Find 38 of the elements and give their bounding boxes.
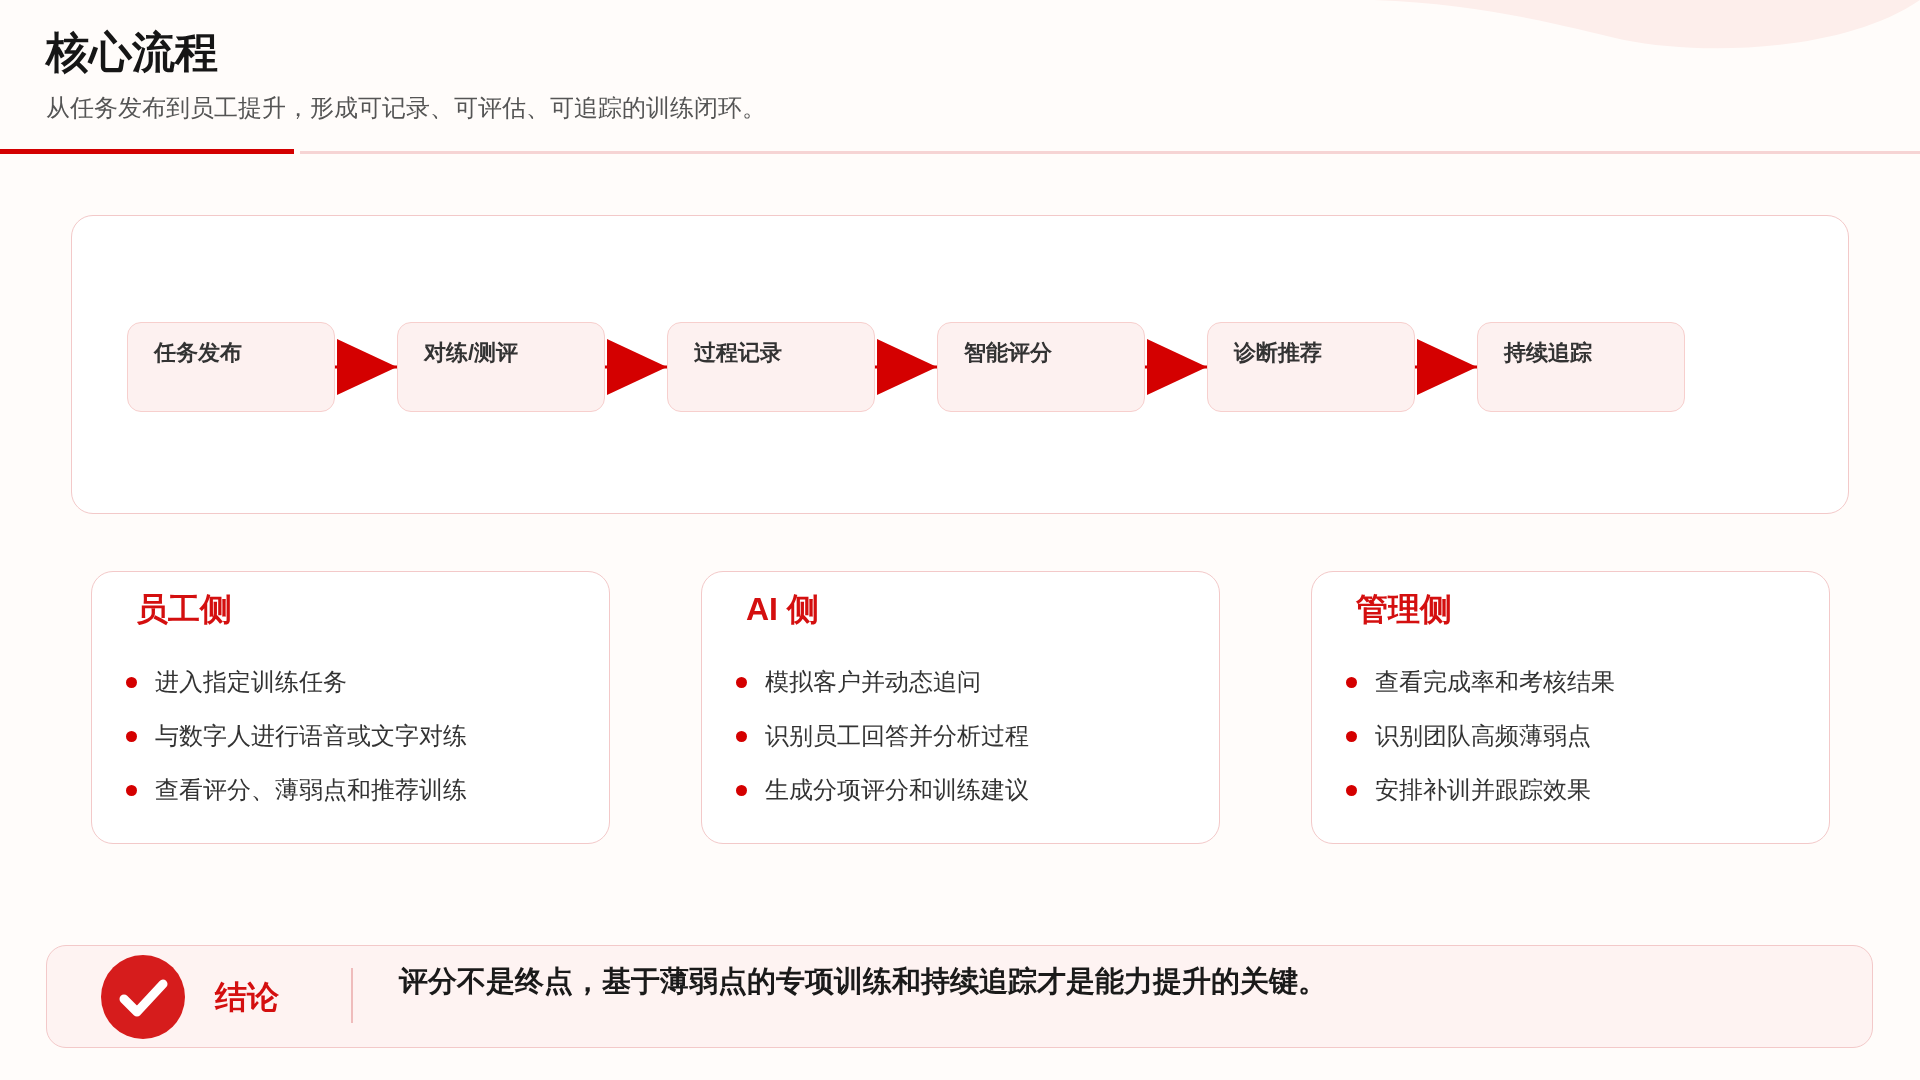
subtitle: 从任务发布到员工提升，形成可记录、可评估、可追踪的训练闭环。	[46, 93, 766, 123]
info-card	[1311, 571, 1830, 844]
list-item-text: 进入指定训练任务	[155, 667, 347, 697]
arrow	[335, 339, 397, 395]
list-item-text: 查看完成率和考核结果	[1375, 667, 1615, 697]
info-card	[701, 571, 1220, 844]
conclusion-text: 评分不是终点，基于薄弱点的专项训练和持续追踪才是能力提升的关键。	[399, 964, 1327, 999]
arrow	[605, 339, 667, 395]
process-step	[1207, 322, 1415, 412]
arrow	[875, 339, 937, 395]
list-item-text: 查看评分、薄弱点和推荐训练	[155, 775, 467, 805]
process-step	[397, 322, 605, 412]
card-heading: 管理侧	[1356, 590, 1452, 629]
list-item-text: 生成分项评分和训练建议	[765, 775, 1029, 805]
list-item-text: 模拟客户并动态追问	[765, 667, 981, 697]
flow-panel	[71, 215, 1849, 514]
info-card	[91, 571, 610, 844]
conclusion-heading: 结论	[215, 978, 279, 1017]
process-step	[1477, 322, 1685, 412]
card-heading: 员工侧	[136, 590, 232, 629]
list-item-text: 与数字人进行语音或文字对练	[155, 721, 467, 751]
step-label: 过程记录	[694, 339, 782, 367]
step-label: 对练/测评	[424, 339, 519, 367]
list-item-text: 安排补训并跟踪效果	[1375, 775, 1591, 805]
step-label: 任务发布	[154, 339, 242, 367]
page-title: 核心流程	[46, 27, 218, 78]
arrow	[1145, 339, 1207, 395]
step-label: 持续追踪	[1504, 339, 1592, 367]
process-step	[937, 322, 1145, 412]
card-heading: AI 侧	[746, 590, 819, 629]
list-item-text: 识别员工回答并分析过程	[765, 721, 1029, 751]
process-step	[667, 322, 875, 412]
arrow	[1415, 339, 1477, 395]
conclusion-banner	[46, 945, 1873, 1048]
step-label: 智能评分	[964, 339, 1052, 367]
process-step	[127, 322, 335, 412]
step-label: 诊断推荐	[1234, 339, 1322, 367]
list-item-text: 识别团队高频薄弱点	[1375, 721, 1591, 751]
